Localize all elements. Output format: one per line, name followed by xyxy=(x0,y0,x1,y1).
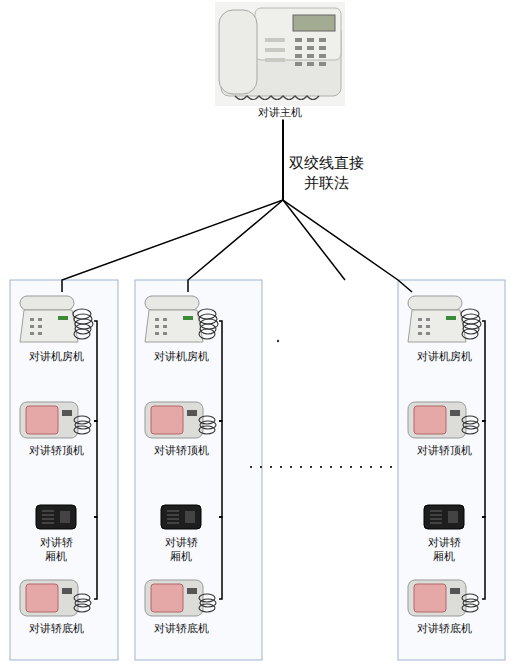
car-unit-picture xyxy=(36,505,76,529)
top-unit-picture xyxy=(20,402,91,438)
device-unit: 对讲轿底机 xyxy=(406,576,482,636)
room-phone-picture xyxy=(20,296,93,342)
device-label: 对讲机房机 xyxy=(18,350,94,364)
device-label: 对讲轿顶机 xyxy=(143,444,219,458)
device-unit: 对讲机房机 xyxy=(406,292,482,364)
device-unit: 对讲机房机 xyxy=(143,292,219,364)
column-panel xyxy=(135,280,262,660)
device-unit: 对讲机房机 xyxy=(18,292,94,364)
device-unit: 对讲轿 厢机 xyxy=(18,498,94,564)
bottom-unit-picture xyxy=(145,580,216,616)
host-unit: 对讲主机 xyxy=(215,2,345,120)
device-label: 对讲轿底机 xyxy=(406,622,482,636)
device-unit: 对讲轿顶机 xyxy=(406,398,482,458)
top-unit-picture xyxy=(145,402,216,438)
device-unit: 对讲轿 厢机 xyxy=(406,498,482,564)
column-panel xyxy=(398,280,505,660)
twisted-pair-wire xyxy=(482,321,485,421)
device-unit: 对讲轿底机 xyxy=(18,576,94,636)
device-label: 对讲轿 厢机 xyxy=(161,536,201,564)
device-label: 对讲主机 xyxy=(215,106,345,120)
bottom-unit-picture xyxy=(408,580,479,616)
twisted-pair-wire xyxy=(62,120,283,292)
twisted-pair-wire xyxy=(219,421,222,517)
twisted-pair-wire xyxy=(219,517,222,599)
twisted-pair-wire xyxy=(94,421,97,517)
host-phone-picture xyxy=(215,2,345,106)
car-unit-picture xyxy=(424,505,464,529)
room-phone-picture xyxy=(145,296,218,342)
device-unit: 对讲轿 厢机 xyxy=(143,498,219,564)
twisted-pair-wire xyxy=(283,120,412,292)
branch-wire xyxy=(283,200,345,280)
room-phone-picture xyxy=(408,296,481,342)
twisted-pair-wire xyxy=(482,517,485,599)
car-unit-picture xyxy=(161,505,201,529)
device-label: 对讲轿 厢机 xyxy=(424,536,464,564)
top-unit-picture xyxy=(408,402,479,438)
twisted-pair-wire xyxy=(94,517,97,599)
device-unit: 对讲轿底机 xyxy=(143,576,219,636)
ellipsis-dots xyxy=(250,466,394,468)
device-label: 对讲轿 厢机 xyxy=(36,536,76,564)
ellipsis-dot xyxy=(277,340,279,342)
device-label: 对讲轿顶机 xyxy=(18,444,94,458)
column-panel xyxy=(10,280,118,660)
device-label: 对讲轿底机 xyxy=(18,622,94,636)
twisted-pair-wire xyxy=(188,120,283,292)
device-label: 对讲机房机 xyxy=(143,350,219,364)
device-label: 对讲轿底机 xyxy=(143,622,219,636)
device-label: 对讲轿顶机 xyxy=(406,444,482,458)
bottom-unit-picture xyxy=(20,580,91,616)
device-label: 对讲机房机 xyxy=(406,350,482,364)
device-unit: 对讲轿顶机 xyxy=(18,398,94,458)
twisted-pair-wire xyxy=(219,321,222,421)
twisted-pair-wire xyxy=(94,321,97,421)
twisted-pair-wire xyxy=(482,421,485,517)
device-unit: 对讲轿顶机 xyxy=(143,398,219,458)
wiring-note: 双绞线直接 并联法 xyxy=(286,154,366,193)
